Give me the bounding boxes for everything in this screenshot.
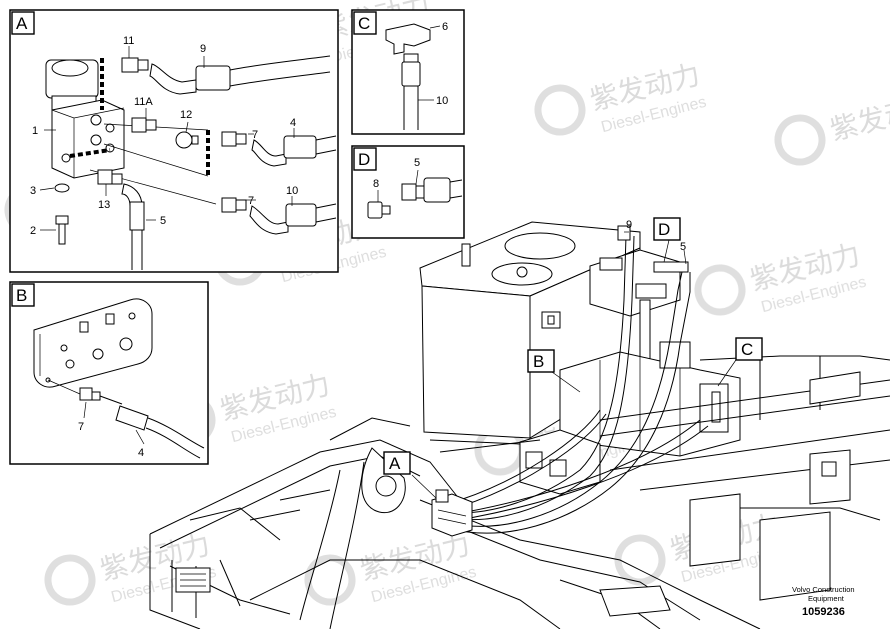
panel-a-part-12: 12 xyxy=(180,109,192,121)
valve-block-lower xyxy=(519,429,601,495)
panel-a-part-3: 3 xyxy=(30,185,36,197)
panel-a-part-7b: 7 xyxy=(248,195,254,207)
main-tag-d-label: D xyxy=(658,220,670,239)
panel-a-part-4: 4 xyxy=(290,117,296,129)
panel-b-title: B xyxy=(16,286,27,305)
panel-a-part-11a: 11A xyxy=(134,96,153,108)
main-tag-b-label: B xyxy=(533,352,544,371)
panel-a-part-11: 11 xyxy=(123,35,134,47)
panel-a-part-7a: 7 xyxy=(252,129,258,141)
panel-a-part-9: 9 xyxy=(200,43,206,55)
panel-c-part-6: 6 xyxy=(442,21,448,33)
panel-a-title: A xyxy=(16,14,28,33)
main-tag-b xyxy=(527,349,555,373)
machine-frame xyxy=(149,355,890,630)
brand-line-1: Volvo Construction xyxy=(792,585,855,594)
panel-a-part-10: 10 xyxy=(286,185,298,197)
panel-a-part-5: 5 xyxy=(160,215,166,227)
panel-a-part-13: 13 xyxy=(98,199,110,211)
panel-d-part-8: 8 xyxy=(373,178,379,190)
main-assembly-view xyxy=(149,221,890,630)
main-tag-d xyxy=(653,217,681,241)
panel-c-part-10: 10 xyxy=(436,95,448,107)
detail-panel-c: C 6 10 xyxy=(351,9,465,135)
panel-d-title: D xyxy=(358,150,370,169)
panel-b-part-7: 7 xyxy=(78,421,84,433)
panel-a-part-2: 2 xyxy=(30,225,36,237)
drawing-number: 1059236 xyxy=(802,606,845,618)
main-part-label-9: 9 xyxy=(626,219,632,231)
main-tag-a-label: A xyxy=(389,454,401,473)
panel-a-part-1: 1 xyxy=(32,125,38,137)
panel-b-part-4: 4 xyxy=(138,447,144,459)
panel-c-title: C xyxy=(358,14,370,33)
valve-block-center xyxy=(559,341,741,457)
hose-routing xyxy=(439,225,709,534)
main-tag-c xyxy=(735,337,763,361)
main-tag-c-label: C xyxy=(741,340,753,359)
solenoid-valve-main xyxy=(431,489,473,537)
main-part-label-5: 5 xyxy=(680,241,686,253)
detail-panel-d: D 8 5 xyxy=(351,145,465,239)
detail-panel-a: A xyxy=(9,9,339,273)
watermark-cn: 紫发动力 xyxy=(827,88,890,147)
detail-panel-b: B 7 4 xyxy=(9,281,209,465)
footer-block: Volvo Construction Equipment 1059236 xyxy=(792,585,855,618)
main-tag-a xyxy=(383,451,411,475)
brand-line-2: Equipment xyxy=(808,594,845,603)
panel-d-part-5: 5 xyxy=(414,157,420,169)
